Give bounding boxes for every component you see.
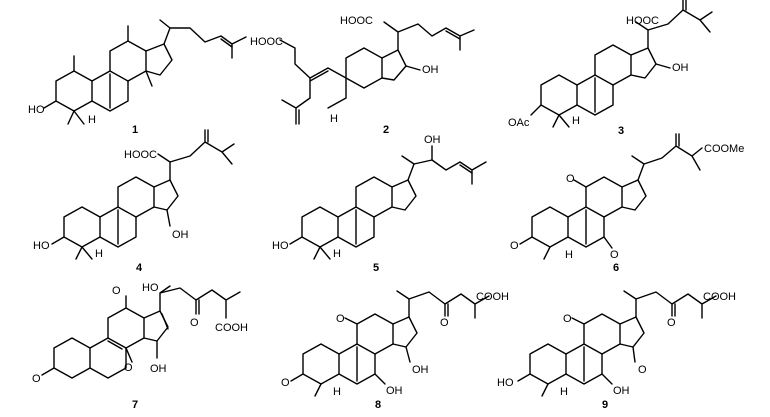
- compound-9-label-3: HO: [497, 377, 514, 389]
- compound-2-structure: HOOC HOOC OH H 2: [250, 15, 475, 136]
- compound-9-number: 9: [602, 399, 608, 411]
- compound-9-label-6: O: [638, 364, 647, 376]
- compound-9-label-2: O: [667, 317, 676, 329]
- compound-6-label-3: O: [610, 249, 619, 261]
- compound-4-label-3: OH: [172, 229, 189, 241]
- compound-6-label-0: O: [566, 173, 575, 185]
- compound-6-label-1: COOMe: [704, 143, 744, 155]
- compound-2-number: 2: [383, 124, 389, 136]
- compound-8-label-1: O: [336, 313, 345, 325]
- compound-8-label-4: OH: [386, 385, 403, 397]
- compound-6-label-2: O: [510, 240, 519, 252]
- compound-8-label-0: COOH: [476, 291, 509, 303]
- compound-2-label-0: HOOC: [340, 15, 373, 27]
- compound-2-label-1: HOOC: [250, 36, 283, 48]
- compound-8-label-6: H: [333, 386, 341, 398]
- compound-5-label-0: OH: [424, 134, 441, 146]
- compound-7-label-3: COOH: [215, 322, 248, 334]
- compound-5-structure: OH HO H 5: [272, 134, 487, 274]
- compound-3-label-2: OAc: [508, 117, 530, 129]
- compound-4-label-0: HOOC: [124, 149, 157, 161]
- compound-2-label-3: H: [330, 113, 338, 125]
- compound-3-label-3: H: [572, 115, 580, 127]
- compound-6-structure: O COOMe O O H 6: [510, 133, 744, 274]
- compound-3-label-0: HOOC: [626, 15, 659, 27]
- compound-5-label-1: HO: [272, 240, 289, 252]
- compound-9-structure: COOH O O HO H OH O 9: [497, 290, 736, 411]
- compound-7-label-1: O: [112, 285, 121, 297]
- compound-5-number: 5: [373, 262, 379, 274]
- compound-7-structure: HO O O COOH O O OH 7: [32, 282, 248, 411]
- compound-4-number: 4: [136, 262, 143, 274]
- compound-1-label-1: H: [88, 114, 96, 126]
- compound-6-number: 6: [613, 262, 619, 274]
- compound-4-label-1: HO: [33, 240, 50, 252]
- compound-9-label-4: H: [560, 386, 568, 398]
- compound-6-label-4: H: [565, 249, 573, 261]
- compound-4-label-2: H: [95, 248, 103, 260]
- compound-3-structure: HOOC OH OAc H 3: [508, 0, 713, 137]
- compound-8-number: 8: [375, 399, 381, 411]
- compound-7-label-0: HO: [142, 282, 159, 294]
- compound-8-label-3: O: [281, 377, 290, 389]
- compound-7-number: 7: [132, 399, 138, 411]
- compound-9-label-5: OH: [613, 385, 630, 397]
- compound-2-label-2: OH: [422, 64, 439, 76]
- compound-7-label-4: O: [32, 373, 41, 385]
- compound-7-label-6: OH: [150, 363, 167, 375]
- compound-9-label-0: COOH: [703, 291, 736, 303]
- compound-1-label-0: HO: [28, 104, 45, 116]
- compound-1-structure: HO H 1: [28, 19, 247, 136]
- compound-8-structure: COOH O O O OH OH H 8: [281, 290, 509, 411]
- compound-5-label-2: H: [333, 248, 341, 260]
- compound-7-label-2: O: [190, 317, 199, 329]
- compound-7-label-5: O: [124, 362, 133, 374]
- compound-8-label-5: OH: [412, 364, 429, 376]
- compound-8-label-2: O: [440, 317, 449, 329]
- compound-9-label-1: O: [563, 313, 572, 325]
- compound-4-structure: HOOC HO H OH 4: [33, 129, 235, 274]
- compound-1-number: 1: [132, 124, 138, 136]
- compound-3-number: 3: [618, 125, 624, 137]
- compound-3-label-1: OH: [672, 62, 689, 74]
